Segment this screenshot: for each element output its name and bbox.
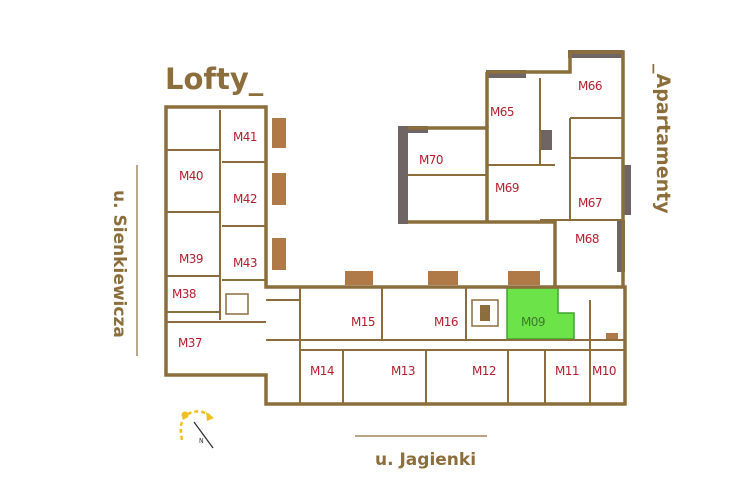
unit-M69[interactable]: [488, 168, 554, 218]
unit-label: M13: [391, 364, 415, 378]
unit-label: M41: [233, 130, 257, 144]
unit-label: M15: [351, 315, 375, 329]
unit-label: M65: [490, 105, 514, 119]
arrow-icon: [206, 412, 214, 421]
unit-M09[interactable]: [506, 287, 575, 340]
sun-icon: [181, 411, 189, 419]
unit-label: M16: [434, 315, 458, 329]
unit-label: M37: [178, 336, 202, 350]
unit-label: M14: [310, 364, 334, 378]
unit-labels: M41 M40 M42 M39 M43 M38 M37 M15 M16 M09 …: [172, 79, 617, 378]
unit-M11[interactable]: [545, 352, 590, 401]
north-needle-icon: [193, 421, 214, 449]
compass: N: [179, 410, 214, 449]
unit-M42[interactable]: [225, 165, 264, 225]
unit-label: M11: [555, 364, 579, 378]
unit-label: M10: [592, 364, 616, 378]
unit-M43[interactable]: [225, 228, 264, 278]
unit-M12[interactable]: [428, 352, 508, 401]
unit-M37[interactable]: [168, 325, 263, 373]
unit-M67[interactable]: [570, 160, 622, 215]
unit-label: M40: [179, 169, 203, 183]
apartments-title: _Apartamenty: [652, 64, 674, 214]
unit-label: M68: [575, 232, 599, 246]
street-west-label: u. Sienkiewicza: [109, 190, 129, 338]
unit-label: M42: [233, 192, 257, 206]
unit-M70[interactable]: [408, 133, 486, 221]
unit-label-selected: M09: [521, 315, 545, 329]
unit-M15[interactable]: [302, 289, 382, 337]
unit-M38[interactable]: [168, 278, 220, 310]
unit-label: M70: [419, 153, 443, 167]
unit-M41[interactable]: [222, 110, 264, 160]
unit-M39[interactable]: [168, 215, 220, 275]
unit-label: M12: [472, 364, 496, 378]
unit-M14[interactable]: [290, 352, 342, 401]
walls: [164, 50, 627, 406]
lofts-title: Lofty_: [165, 62, 264, 96]
unit-M65[interactable]: [487, 78, 540, 128]
unit-M13[interactable]: [345, 352, 425, 401]
compass-north-label: N: [199, 437, 204, 445]
unit-label: M43: [233, 256, 257, 270]
unit-M66[interactable]: [570, 58, 622, 118]
unit-label: M38: [172, 287, 196, 301]
unit-label: M66: [578, 79, 602, 93]
unit-M16[interactable]: [385, 289, 465, 337]
unit-label: M67: [578, 196, 602, 210]
unit-label: M39: [179, 252, 203, 266]
unit-M40[interactable]: [168, 150, 220, 210]
unit-label: M69: [495, 181, 519, 195]
street-south-label: u. Jagienki: [375, 450, 476, 470]
